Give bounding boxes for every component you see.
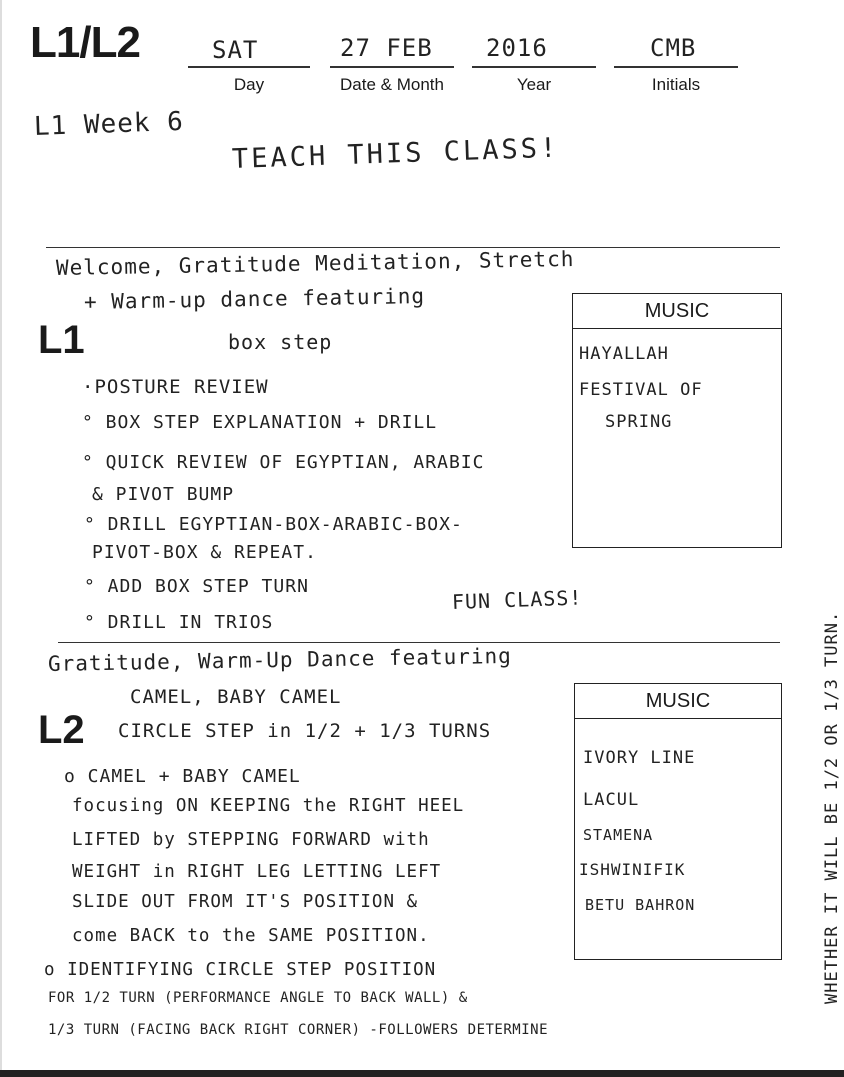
l1-music-track: HAYALLAH	[579, 344, 669, 364]
initials-label: Initials	[651, 75, 701, 94]
l1-intro-line: + Warm-up dance featuring	[83, 284, 426, 314]
l2-intro-line: Gratitude, Warm-Up Dance featuring	[47, 643, 513, 676]
l1-music-track: FESTIVAL OF	[579, 380, 703, 400]
initials-line	[614, 66, 738, 68]
initials-value: CMB	[650, 34, 697, 62]
l2-item: FOR 1/2 TURN (PERFORMANCE ANGLE TO BACK …	[48, 990, 468, 1006]
day-value: SAT	[212, 36, 259, 64]
l2-music-track: BETU BAHRON	[585, 896, 696, 914]
l2-music-track: ISHWINIFIK	[579, 860, 686, 879]
l1-item: PIVOT-BOX & REPEAT.	[92, 542, 317, 563]
page-edge-left	[0, 0, 2, 1077]
l2-item: o CAMEL + BABY CAMEL	[64, 766, 301, 787]
l1-music-track: SPRING	[605, 412, 673, 432]
section-divider-middle	[58, 642, 780, 643]
l2-item: o IDENTIFYING CIRCLE STEP POSITION	[44, 960, 437, 980]
year-line	[472, 66, 596, 68]
l2-music-track: LACUL	[583, 790, 640, 810]
l2-item: focusing ON KEEPING the RIGHT HEEL	[72, 796, 465, 816]
l1-music-box: MUSIC HAYALLAH FESTIVAL OF SPRING	[572, 293, 782, 548]
l1-item: ° DRILL EGYPTIAN-BOX-ARABIC-BOX-	[84, 514, 463, 535]
l1-item: ·POSTURE REVIEW	[82, 376, 269, 398]
week-note: L1 Week 6	[33, 106, 185, 142]
l1-intro-line: box step	[228, 330, 333, 354]
date-month-line	[330, 66, 454, 68]
l2-music-header: MUSIC	[575, 684, 781, 719]
l2-intro-line: CAMEL, BABY CAMEL	[130, 686, 342, 708]
l2-intro-line: CIRCLE STEP in 1/2 + 1/3 TURNS	[118, 720, 492, 742]
l2-item: SLIDE OUT FROM IT'S POSITION &	[72, 892, 419, 912]
l2-item: 1/3 TURN (FACING BACK RIGHT CORNER) -FOL…	[48, 1022, 549, 1038]
l2-music-track: STAMENA	[583, 826, 654, 844]
date-month-value: 27 FEB	[340, 34, 433, 62]
l1-item: ° BOX STEP EXPLANATION + DRILL	[82, 412, 438, 433]
year-label: Year	[516, 75, 552, 94]
l2-item: WEIGHT in RIGHT LEG LETTING LEFT	[72, 862, 442, 882]
l2-music-box: MUSIC IVORY LINE LACUL STAMENA ISHWINIFI…	[574, 683, 782, 960]
margin-note-vertical: WHETHER IT WILL BE 1/2 OR 1/3 TURN.	[822, 610, 842, 1004]
section-divider-top	[46, 247, 780, 248]
page-title: L1/L2	[30, 18, 141, 67]
day-line	[188, 66, 310, 68]
l1-item: & PIVOT BUMP	[92, 484, 235, 505]
l2-item: come BACK to the SAME POSITION.	[72, 926, 430, 946]
l1-music-header: MUSIC	[573, 294, 781, 329]
l2-label: L2	[38, 708, 85, 752]
l1-item: ° ADD BOX STEP TURN	[84, 576, 309, 597]
day-label: Day	[233, 75, 265, 94]
teach-note: TEACH THIS CLASS!	[231, 132, 560, 175]
l2-music-track: IVORY LINE	[583, 748, 696, 768]
year-value: 2016	[486, 34, 548, 62]
l2-item: LIFTED by STEPPING FORWARD with	[72, 830, 430, 850]
l1-item: ° DRILL IN TRIOS	[84, 612, 274, 633]
l1-label: L1	[38, 318, 85, 362]
l1-item: ° QUICK REVIEW OF EGYPTIAN, ARABIC	[82, 452, 485, 473]
date-month-label: Date & Month	[340, 75, 444, 94]
l1-side-note: FUN CLASS!	[451, 585, 583, 614]
l1-intro-line: Welcome, Gratitude Meditation, Stretch	[55, 246, 575, 280]
page-edge-bottom	[0, 1070, 844, 1077]
